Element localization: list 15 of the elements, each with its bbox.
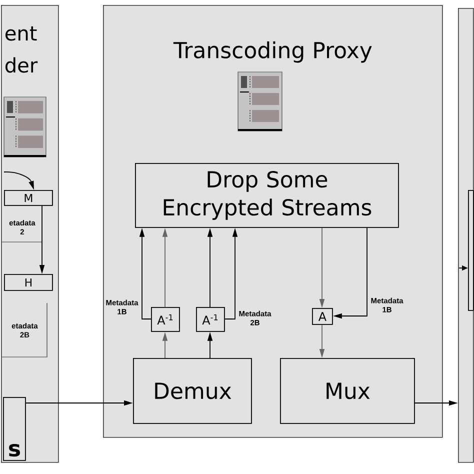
operator-box: A$^{-1}$ bbox=[151, 307, 180, 332]
block-box: s bbox=[3, 397, 26, 461]
process-box: Drop Some Encrypted Streams bbox=[135, 163, 399, 228]
panel-title: Transcoding Proxy bbox=[173, 41, 372, 63]
panel-title: ent der bbox=[6, 26, 38, 73]
operator-box: A bbox=[312, 308, 333, 325]
panel bbox=[458, 8, 474, 463]
server-icon bbox=[4, 96, 46, 158]
process-box: Demux bbox=[133, 358, 252, 424]
operator-box: A$^{-1}$ bbox=[196, 307, 225, 332]
server-icon bbox=[238, 72, 282, 132]
process-box: Mux bbox=[280, 358, 415, 424]
box bbox=[468, 190, 474, 311]
block-box: H bbox=[4, 274, 53, 291]
block-box: M bbox=[4, 190, 53, 206]
